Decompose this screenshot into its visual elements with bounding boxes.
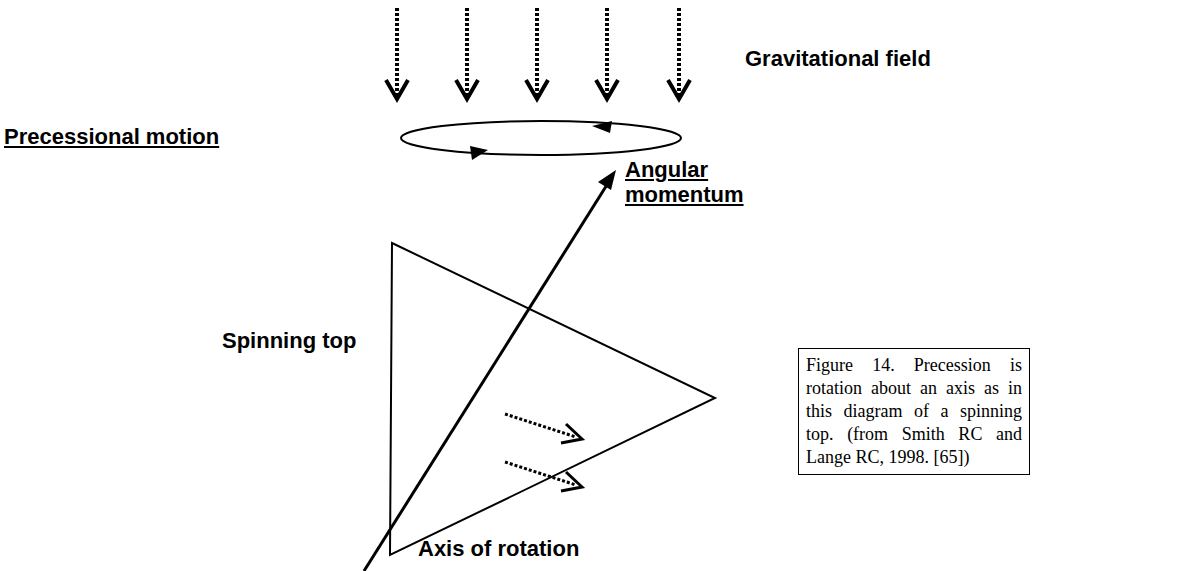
top-label: Spinning top bbox=[222, 328, 356, 353]
gravity-arrows bbox=[386, 8, 690, 99]
momentum-label: Angular momentum bbox=[625, 157, 755, 207]
axis-label: Axis of rotation bbox=[418, 536, 579, 561]
rotation-axis bbox=[364, 170, 616, 571]
spinning-top bbox=[390, 243, 715, 555]
field-label: Gravitational field bbox=[745, 46, 931, 71]
motion-label: Precessional motion bbox=[4, 124, 219, 149]
figure-caption: Figure 14. Precession is rotation about … bbox=[798, 348, 1030, 475]
precession-ellipse bbox=[401, 121, 681, 160]
